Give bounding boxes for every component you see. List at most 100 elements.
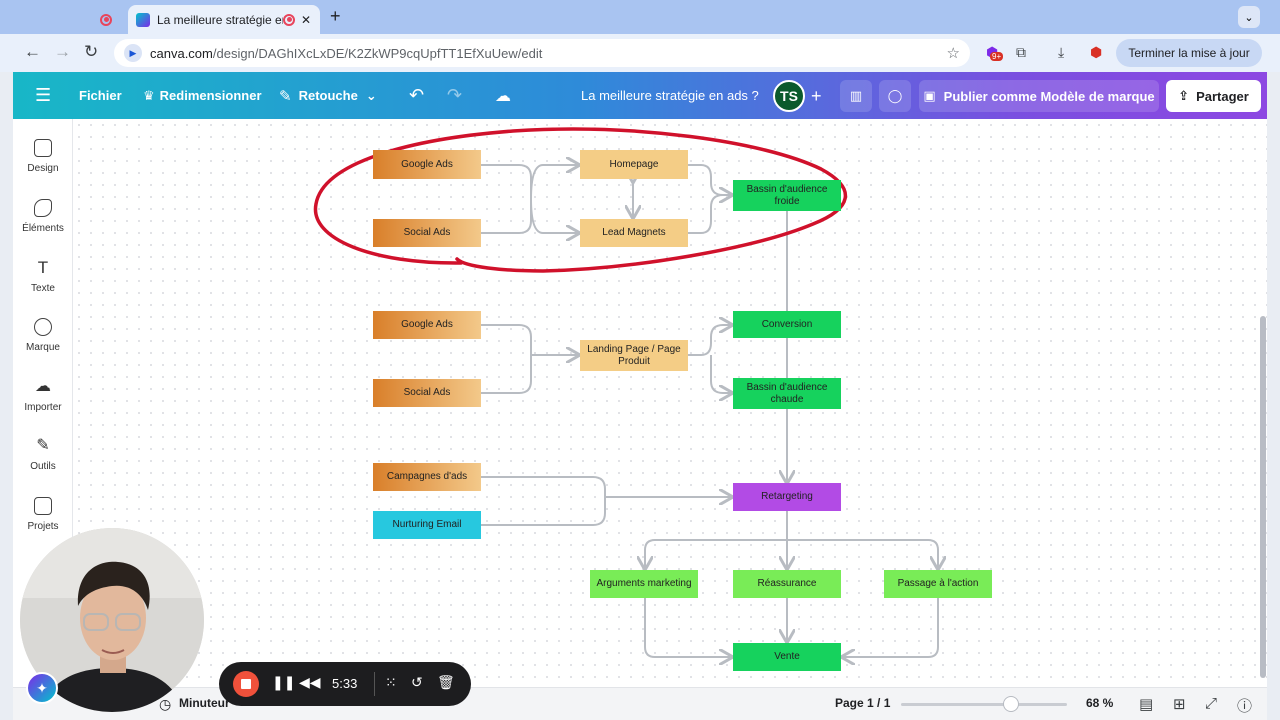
tab-search-button[interactable]: ⌄ — [1238, 6, 1260, 28]
undo-icon[interactable]: ↶ — [409, 85, 425, 105]
node-lead-magnets[interactable]: Lead Magnets — [580, 219, 688, 247]
node-landing-page[interactable]: Landing Page / Page Produit — [580, 340, 688, 371]
comment-icon[interactable]: ◯ — [879, 80, 911, 112]
page-indicator[interactable]: Page 1 / 1 — [835, 696, 891, 710]
redo-icon[interactable]: ↷ — [447, 85, 463, 105]
download-icon[interactable]: ⤓ — [1058, 44, 1065, 60]
fullscreen-icon[interactable]: ⤢ — [1205, 695, 1218, 712]
delete-icon[interactable]: 🗑 — [437, 674, 455, 690]
design-canvas[interactable]: Google Ads Social Ads Homepage Lead Magn… — [73, 119, 1267, 687]
timer-label[interactable]: Minuteur — [179, 696, 230, 710]
crown-icon: ♛ — [143, 87, 155, 103]
node-retargeting[interactable]: Retargeting — [733, 483, 841, 511]
sidebar-item-brand[interactable]: Marque — [13, 318, 73, 353]
file-menu[interactable]: Fichier — [79, 88, 122, 103]
sidebar-item-label: Éléments — [22, 223, 64, 234]
node-nurturing-email[interactable]: Nurturing Email — [373, 511, 481, 539]
node-google-ads-1[interactable]: Google Ads — [373, 150, 481, 179]
cloud-save-icon[interactable]: ☁ — [495, 87, 511, 105]
browser-tab-bar: La meilleure stratégie en ads ? ✕ + ⌄ — [0, 0, 1280, 34]
bookmark-star-icon[interactable]: ☆ — [946, 45, 960, 62]
tools-icon: ✎ — [36, 437, 50, 454]
node-sale[interactable]: Vente — [733, 643, 841, 671]
close-tab-icon[interactable]: ✕ — [301, 12, 312, 27]
node-warm-audience[interactable]: Bassin d'audience chaude — [733, 378, 841, 409]
node-social-ads-2[interactable]: Social Ads — [373, 379, 481, 407]
sidebar-item-design[interactable]: Design — [13, 139, 73, 174]
zoom-level[interactable]: 68 % — [1086, 696, 1114, 710]
connector-line — [530, 198, 578, 233]
node-cold-audience[interactable]: Bassin d'audience froide — [733, 180, 841, 211]
sidebar-item-label: Importer — [24, 402, 62, 413]
forward-icon[interactable]: → — [54, 42, 71, 61]
grid-view-icon[interactable]: ⊞ — [1173, 696, 1186, 713]
restart-icon[interactable]: ↺ — [411, 674, 423, 690]
node-homepage[interactable]: Homepage — [580, 150, 688, 179]
reload-icon[interactable]: ↻ — [84, 42, 99, 61]
insights-icon[interactable]: ▥ — [840, 80, 872, 112]
url-host: canva.com — [150, 45, 213, 61]
new-tab-button[interactable]: + — [330, 6, 341, 26]
connector-line — [644, 598, 731, 657]
browser-tab-active[interactable]: La meilleure stratégie en ads ? ✕ — [128, 5, 320, 34]
browser-tab-inactive[interactable] — [12, 5, 122, 34]
pause-icon[interactable]: ❚❚ — [272, 674, 296, 690]
canva-toolbar: ☰ Fichier ♛ Redimensionner ✎Retouche⌄ ↶ ↷… — [13, 72, 1267, 119]
puzzle-icon[interactable]: ⧉ — [1016, 44, 1026, 60]
magic-assistant-icon[interactable]: ✦ — [26, 672, 58, 704]
sidebar-item-projects[interactable]: Projets — [13, 497, 73, 532]
node-ad-campaigns[interactable]: Campagnes d'ads — [373, 463, 481, 491]
node-google-ads-2[interactable]: Google Ads — [373, 311, 481, 339]
grid-icon[interactable]: ⁙ — [385, 674, 397, 690]
node-call-to-action[interactable]: Passage à l'action — [884, 570, 992, 598]
notes-icon[interactable]: ▤ — [1139, 696, 1154, 713]
node-social-ads-1[interactable]: Social Ads — [373, 219, 481, 247]
projects-icon — [34, 497, 52, 515]
sidebar-item-label: Design — [27, 163, 59, 174]
zoom-slider-track[interactable] — [901, 703, 1067, 706]
url-field[interactable]: ▶ canva.com/design/DAGhIXcLxDE/K2ZkWP9cq… — [114, 39, 970, 67]
connector-line — [688, 194, 724, 234]
stop-recording-button[interactable] — [233, 671, 259, 697]
back-icon[interactable]: ← — [24, 42, 41, 61]
profile-icon[interactable]: ⬢ — [1090, 44, 1103, 60]
timer-icon[interactable]: ◷ — [159, 696, 172, 712]
node-reassurance[interactable]: Réassurance — [733, 570, 841, 598]
resize-menu[interactable]: ♛ Redimensionner — [143, 72, 262, 119]
tab-title: La meilleure stratégie en ads ? — [157, 12, 283, 27]
sidebar-item-elements[interactable]: Éléments — [13, 199, 73, 234]
add-collaborator-icon[interactable]: + — [811, 86, 822, 106]
resize-label: Redimensionner — [159, 88, 262, 103]
node-conversion[interactable]: Conversion — [733, 311, 841, 338]
connector-line — [530, 165, 578, 200]
connector-line — [688, 164, 731, 195]
share-icon: ⇪ — [1178, 88, 1190, 103]
sidebar-item-upload[interactable]: ☁ Importer — [13, 378, 73, 413]
site-info-icon[interactable]: ▶ — [124, 44, 142, 62]
hamburger-menu-icon[interactable]: ☰ — [35, 85, 52, 105]
retouch-menu[interactable]: ✎Retouche⌄ — [279, 72, 377, 119]
node-marketing-arguments[interactable]: Arguments marketing — [590, 570, 698, 598]
help-icon[interactable]: ⓘ — [1237, 698, 1253, 715]
sidebar-item-tools[interactable]: ✎Outils — [13, 437, 73, 472]
recording-controls: ❚❚ ◀◀ 5:33 ⁙ ↺ 🗑 — [219, 662, 471, 706]
extension-badge: 9+ — [990, 52, 1004, 61]
connector-line — [843, 598, 939, 657]
canva-footer: ◷ Minuteur Page 1 / 1 68 % ▤ ⊞ ⤢ ⓘ — [13, 687, 1267, 720]
recording-icon — [100, 13, 112, 26]
template-icon: ▣ — [923, 88, 936, 103]
design-title[interactable]: La meilleure stratégie en ads ? — [581, 88, 759, 103]
share-button[interactable]: ⇪Partager — [1166, 80, 1261, 112]
brand-icon — [34, 318, 52, 336]
text-icon: T — [37, 258, 49, 277]
upload-icon: ☁ — [35, 378, 51, 395]
publish-template-button[interactable]: ▣Publier comme Modèle de marque — [919, 80, 1159, 112]
connector-line — [481, 164, 532, 234]
rewind-icon[interactable]: ◀◀ — [299, 674, 321, 690]
zoom-slider-thumb[interactable] — [1003, 696, 1019, 712]
canvas-scrollbar[interactable] — [1260, 316, 1266, 678]
avatar[interactable]: TS — [773, 80, 805, 112]
elements-icon — [34, 199, 52, 217]
update-button[interactable]: Terminer la mise à jour — [1116, 39, 1262, 67]
